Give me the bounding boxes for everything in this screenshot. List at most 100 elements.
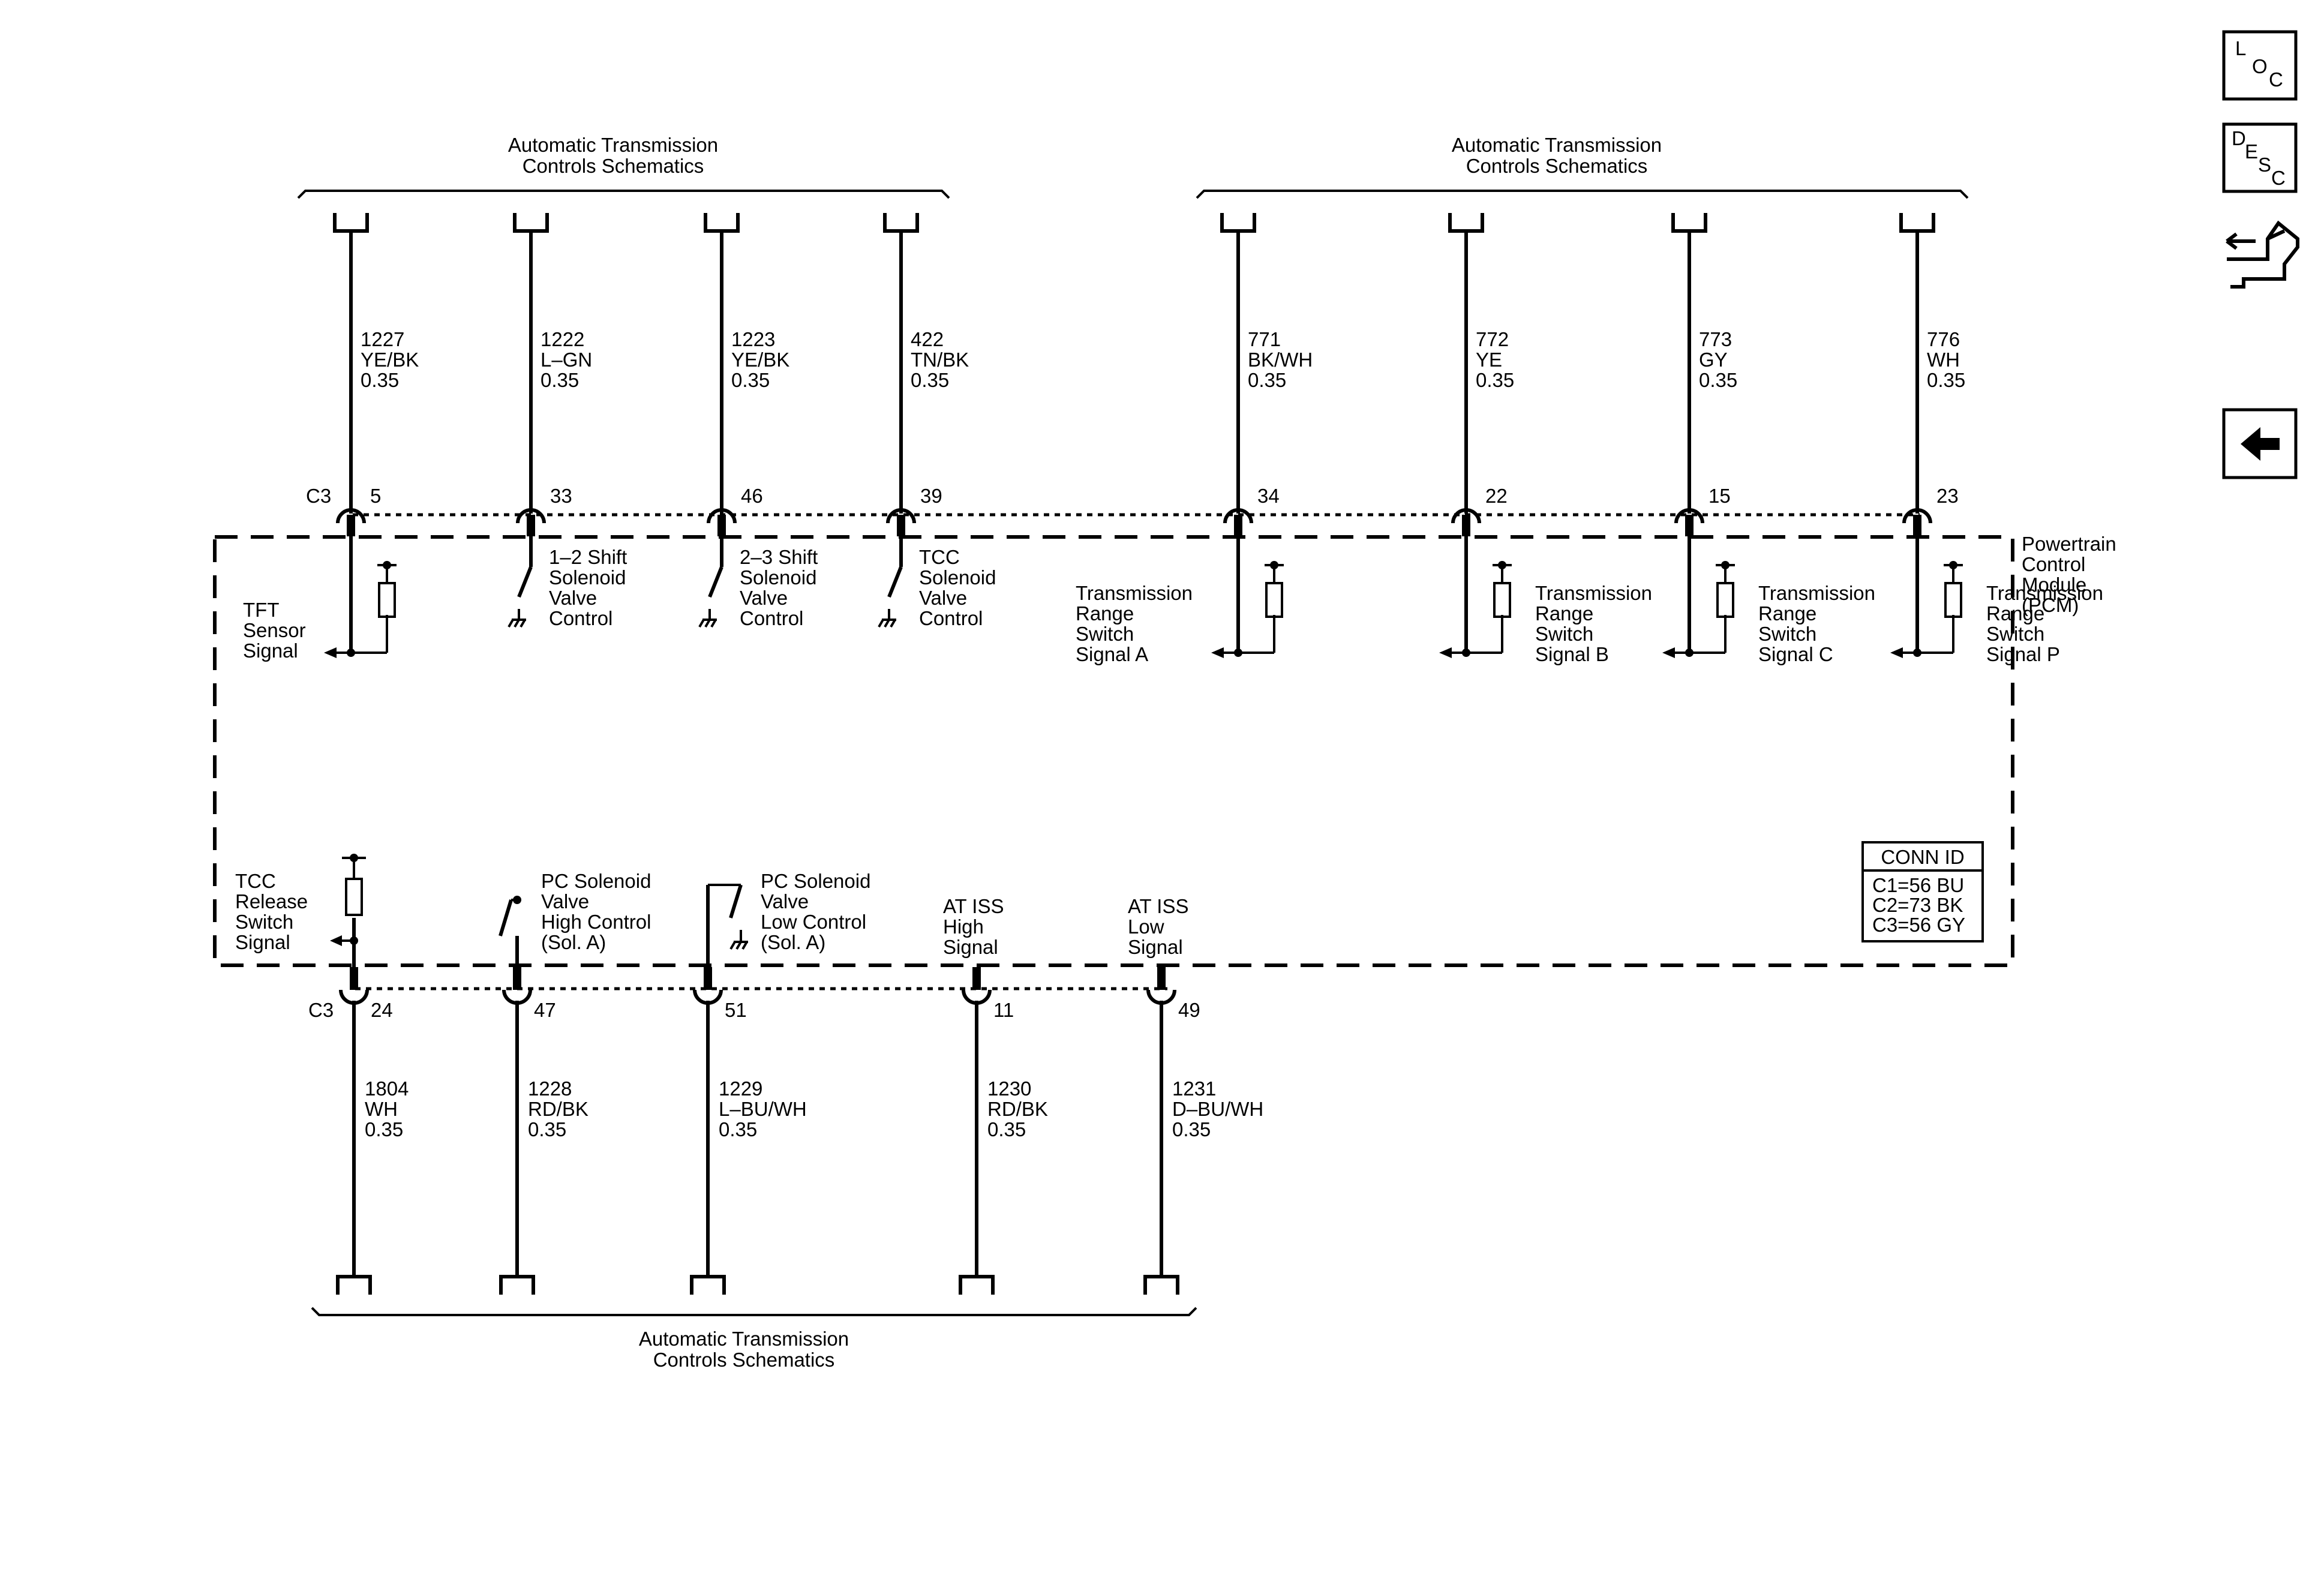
bottom-circuit-1228-supply-node xyxy=(513,896,521,904)
loc-button[interactable]: L O C xyxy=(2222,30,2298,101)
top-circuit-776-function-line4: Signal P xyxy=(1986,643,2060,665)
bottom-circuit-1229-terminal xyxy=(690,1275,726,1295)
bottom-circuit-1229-pin-arc xyxy=(693,989,723,1005)
bottom-circuit-1229-color: L–BU/WH xyxy=(719,1098,807,1120)
bottom-circuit-1228-highside-switch xyxy=(499,899,513,936)
bottom-circuit-1231-function-line2: Low xyxy=(1128,915,1164,938)
bottom-circuit-1229-number: 1229 xyxy=(719,1077,762,1100)
sidebar-buttons: L O C D E S C xyxy=(2222,30,2299,479)
top-circuit-1227-function-line3: Signal xyxy=(243,640,298,662)
top-circuit-771-pin-number: 34 xyxy=(1257,485,1280,507)
bottom-circuit-1230-size: 0.35 xyxy=(987,1118,1026,1140)
top-circuit-1222-size: 0.35 xyxy=(541,369,579,391)
connector-top-id: C3 xyxy=(306,485,331,507)
top-circuit-1223-number: 1223 xyxy=(731,328,775,350)
desc-button-frame[interactable] xyxy=(2222,122,2298,193)
bottom-circuit-1228-pin-number: 47 xyxy=(534,999,556,1021)
top-circuit-773-function-line1: Transmission xyxy=(1758,582,1875,604)
top-circuit-776-color: WH xyxy=(1927,349,1960,371)
left-arrow-icon xyxy=(2241,427,2280,461)
top-circuit-772-pin-arc xyxy=(1451,508,1481,524)
top-circuit-771-function-line3: Switch xyxy=(1076,623,1134,645)
top-circuit-776-signal-arrow xyxy=(1890,647,1903,658)
top-circuit-772-size: 0.35 xyxy=(1476,369,1514,391)
top-circuit-422-terminal xyxy=(883,213,919,233)
bottom-circuit-1228-function-line1: PC Solenoid xyxy=(541,870,651,892)
top-circuit-771-size: 0.35 xyxy=(1248,369,1286,391)
conn-id-table: CONN ID C1=56 BU C2=73 BK C3=56 GY xyxy=(1861,841,1984,942)
desc-button[interactable]: D E S C xyxy=(2222,122,2298,193)
top-circuit-776-terminal xyxy=(1899,213,1935,233)
top-circuit-776-pin-number: 23 xyxy=(1936,485,1959,507)
top-circuit-422-size: 0.35 xyxy=(911,369,949,391)
bottom-circuit-1231-terminal xyxy=(1143,1275,1179,1295)
top-circuit-773-supply-node xyxy=(1721,561,1730,569)
top-circuit-773-pin-number: 15 xyxy=(1709,485,1731,507)
top-circuit-776-size: 0.35 xyxy=(1927,369,1965,391)
top-circuit-422-number: 422 xyxy=(911,328,944,350)
top-circuit-1222-function-line4: Control xyxy=(549,607,612,629)
loc-button-frame[interactable] xyxy=(2222,30,2298,101)
bottom-circuit-1229-function-line1: PC Solenoid xyxy=(761,870,870,892)
connector-icon-latch xyxy=(2266,229,2286,241)
schematic-frame: Automatic Transmission Controls Schemati… xyxy=(213,134,2116,1371)
top-circuit-773-pullup-resistor xyxy=(1716,582,1734,618)
bottom-circuit-1804-number: 1804 xyxy=(365,1077,409,1100)
top-circuit-1223-size: 0.35 xyxy=(731,369,770,391)
top-circuit-1227-terminal xyxy=(333,213,369,233)
bottom-circuit-1228-pin-block xyxy=(513,967,521,990)
bottom-circuit-1230-function-line3: Signal xyxy=(943,936,998,958)
top-circuit-1227-pin-block xyxy=(347,515,355,536)
top-circuit-422-color: TN/BK xyxy=(911,349,969,371)
conn-id-table-border xyxy=(1861,841,1984,942)
top-circuit-422-ground xyxy=(878,619,896,628)
top-circuit-773-function-line3: Switch xyxy=(1758,623,1816,645)
top-circuit-1222-terminal xyxy=(513,213,549,233)
desc-letter-c: C xyxy=(2271,167,2286,189)
conn-id-title: CONN ID xyxy=(1881,846,1964,868)
top-circuit-773-function-line2: Range xyxy=(1758,602,1816,625)
connector-end-view-icon[interactable] xyxy=(2226,220,2299,289)
bottom-circuit-1230-pin-number: 11 xyxy=(993,999,1014,1021)
top-circuit-422-function-line2: Solenoid xyxy=(919,566,996,589)
top-circuit-1223-lowside-switch xyxy=(708,566,723,598)
top-circuit-1227-pullup-resistor xyxy=(378,582,396,618)
top-circuit-772-pullup-resistor xyxy=(1493,582,1511,618)
bottom-circuit-1231-size: 0.35 xyxy=(1172,1118,1211,1140)
top-left-group-brace xyxy=(297,190,950,199)
top-circuit-1223-pin-arc xyxy=(707,508,737,524)
group-label-bottom-line2: Controls Schematics xyxy=(653,1349,835,1371)
top-circuit-773-color: GY xyxy=(1699,349,1728,371)
top-circuit-773-function-line4: Signal C xyxy=(1758,643,1833,665)
top-circuit-422-lowside-switch xyxy=(887,566,903,598)
top-circuit-772-pin-number: 22 xyxy=(1485,485,1508,507)
top-circuit-1222-pin-block xyxy=(527,515,535,536)
bottom-circuit-1804-function-line4: Signal xyxy=(235,931,290,953)
top-circuit-771-function-line2: Range xyxy=(1076,602,1134,625)
top-circuit-776-number: 776 xyxy=(1927,328,1960,350)
top-circuit-1223-function-line3: Valve xyxy=(740,587,788,609)
top-circuit-773-size: 0.35 xyxy=(1699,369,1737,391)
bottom-circuit-1228-function-line4: (Sol. A) xyxy=(541,931,606,953)
conn-id-row-c2: C2=73 BK xyxy=(1872,894,1963,916)
top-circuit-776-function-line3: Switch xyxy=(1986,623,2044,645)
top-circuit-1223-pin-block xyxy=(717,515,726,536)
top-circuit-1227-signal-arrow xyxy=(324,647,337,658)
top-circuit-1227-function-line1: TFT xyxy=(243,599,279,621)
top-circuit-776-pin-block xyxy=(1913,515,1921,536)
top-circuit-771-signal-arrow xyxy=(1211,647,1224,658)
top-circuit-1223-pin-number: 46 xyxy=(741,485,763,507)
back-button[interactable] xyxy=(2222,408,2298,479)
bottom-circuit-1229-pin-number: 51 xyxy=(725,999,747,1021)
top-circuit-1222-color: L–GN xyxy=(541,349,592,371)
top-circuit-1222-function-line3: Valve xyxy=(549,587,597,609)
group-label-bottom-line1: Automatic Transmission xyxy=(639,1328,849,1350)
bottom-circuit-1804-function-line1: TCC xyxy=(235,870,276,892)
bottom-circuit-1230-terminal xyxy=(959,1275,995,1295)
top-circuit-776-function-line1: Transmission xyxy=(1986,582,2103,604)
top-circuit-1222-lowside-switch xyxy=(517,566,533,598)
connector-icon-left-arrow xyxy=(2226,232,2256,250)
bottom-circuit-1804-pullup-resistor xyxy=(345,878,363,916)
bottom-circuit-1229-pin-block xyxy=(704,967,712,990)
